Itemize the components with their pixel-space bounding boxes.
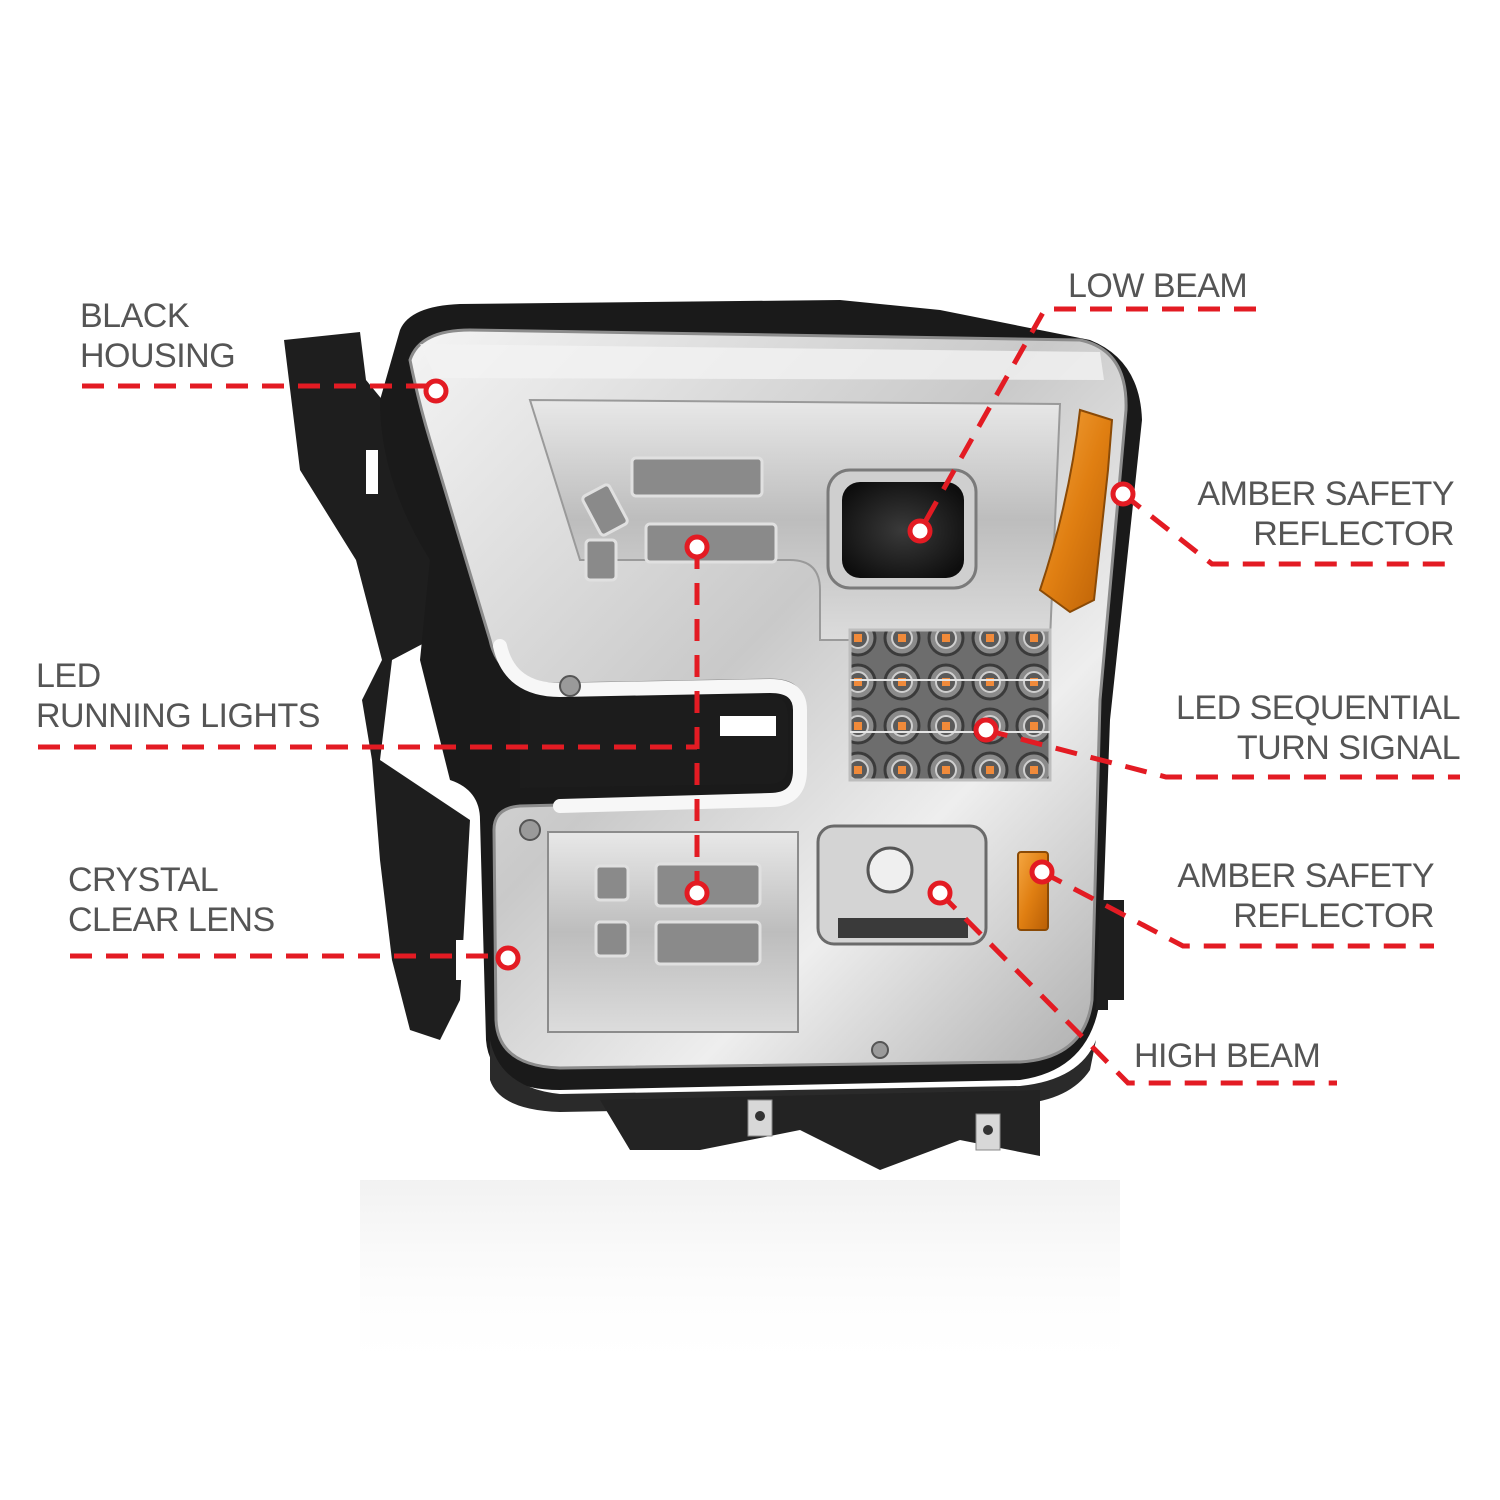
callout-amber-safety-reflector-upper <box>1110 481 1452 567</box>
callout-led-sequential-turn-signal <box>973 717 1460 780</box>
label-black-housing: BLACK HOUSING <box>80 297 236 375</box>
callout-low-beam <box>907 306 1256 544</box>
mounting-base <box>600 1090 1040 1170</box>
leader-line <box>1040 869 1434 949</box>
callout-dot-icon <box>684 534 710 560</box>
callout-dot-icon <box>1110 481 1136 507</box>
callout-amber-safety-reflector-lower <box>1029 859 1434 949</box>
callout-crystal-clear-lens <box>70 945 521 971</box>
callout-dot-icon <box>907 518 933 544</box>
label-amber-safety-reflector-lower: AMBER SAFETY REFLECTOR <box>1177 857 1434 935</box>
label-led-sequential-turn-signal: LED SEQUENTIAL TURN SIGNAL <box>1176 689 1460 767</box>
callout-dot-icon <box>973 717 999 743</box>
leader-line <box>1121 492 1452 567</box>
label-low-beam: LOW BEAM <box>1068 267 1248 305</box>
leader-line <box>917 306 1256 533</box>
label-amber-safety-reflector-upper: AMBER SAFETY REFLECTOR <box>1197 475 1454 553</box>
callout-dot-icon <box>927 880 953 906</box>
label-crystal-clear-lens: CRYSTAL CLEAR LENS <box>68 861 275 939</box>
callout-dot-icon <box>423 378 449 404</box>
label-led-running-lights: LED RUNNING LIGHTS <box>36 657 320 735</box>
callout-led-running-lights <box>38 534 710 906</box>
callout-dot-icon <box>684 880 710 906</box>
leader-line <box>985 727 1460 780</box>
callout-dot-icon <box>495 945 521 971</box>
callout-high-beam <box>927 880 1337 1086</box>
callout-black-housing <box>82 378 449 404</box>
leader-line <box>938 891 1337 1086</box>
label-high-beam: HIGH BEAM <box>1134 1037 1321 1075</box>
callout-dot-icon <box>1029 859 1055 885</box>
